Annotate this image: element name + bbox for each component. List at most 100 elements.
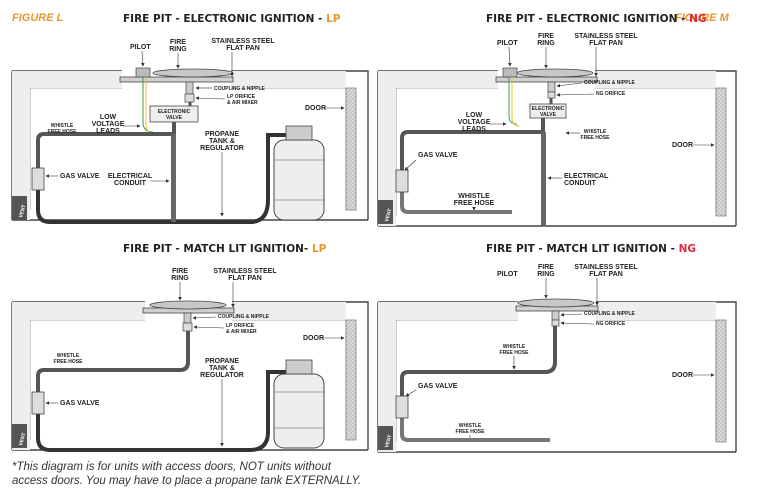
wall-fill-top-right — [231, 71, 346, 88]
propane-label: REGULATOR — [200, 145, 244, 152]
gas-valve-label: GAS VALVE — [60, 173, 100, 180]
whistle-small-label: WHISTLE — [584, 129, 607, 135]
door-label: DOOR — [305, 105, 326, 112]
whistle-free-hose — [400, 118, 545, 170]
low-voltage-label: LOW — [466, 112, 483, 119]
door-label: DOOR — [672, 372, 693, 379]
fire-ring — [152, 68, 234, 78]
wall-fill — [12, 302, 30, 450]
whistle-bottom-label: WHISTLE — [459, 423, 482, 429]
coupling-label: COUPLING & NIPPLE — [584, 311, 636, 317]
wall-fill — [378, 71, 396, 226]
electronic-valve-label: ELECTRONIC — [158, 109, 191, 115]
ng-orifice — [547, 91, 556, 99]
fire-ring-label: FIRE — [538, 33, 554, 40]
low-voltage-label: LEADS — [96, 128, 120, 135]
whistle-label: FREE HOSE — [54, 359, 84, 365]
pilot-label: PILOT — [497, 271, 518, 278]
fire-ring — [517, 298, 595, 308]
propane-label: TANK & — [209, 138, 235, 145]
fire-ring-label: FIRE — [172, 268, 188, 275]
gas-valve — [395, 169, 409, 193]
low-voltage-leads — [142, 77, 154, 133]
figure-l-label: FIGURE L — [12, 12, 64, 24]
conduit-label: CONDUIT — [564, 180, 597, 187]
orifice-label: LP ORIFICE — [226, 323, 255, 329]
coupling-nipple — [183, 312, 192, 324]
coupling-label: COUPLING & NIPPLE — [218, 314, 270, 320]
fire-ring-label: RING — [537, 40, 555, 47]
whistle-free-hose — [36, 122, 176, 168]
conduit-label: ELECTRICAL — [108, 173, 153, 180]
gas-valve-label: GAS VALVE — [418, 383, 458, 390]
electronic-valve-label: VALVE — [166, 115, 183, 121]
wall-fill-top — [30, 302, 145, 320]
vent-label: VENT — [18, 204, 27, 218]
vent — [378, 426, 393, 450]
pilot-label: PILOT — [497, 40, 518, 47]
whistle-label: WHISTLE — [57, 353, 80, 359]
gas-valve — [395, 395, 409, 419]
panel-title: FIRE PIT - ELECTRONIC IGNITION - LP — [123, 13, 341, 25]
low-voltage-leads — [508, 77, 518, 125]
electronic-valve-label: ELECTRONIC — [532, 106, 565, 112]
coupling-nipple — [185, 81, 194, 95]
footnote-line-1: *This diagram is for units with access d… — [12, 461, 331, 473]
whistle-free-hose — [36, 331, 190, 392]
whistle-bottom-label: FREE HOSE — [456, 429, 486, 435]
coupling-nipple — [551, 310, 560, 321]
coupling-nipple — [547, 81, 556, 93]
wall-fill-top — [396, 71, 498, 88]
figure-m-label: FIGURE M — [675, 12, 730, 24]
door-label: DOOR — [303, 335, 324, 342]
whistle-top-label: FREE HOSE — [500, 350, 530, 356]
flat-pan-label: FLAT PAN — [589, 271, 623, 278]
propane-label: PROPANE — [205, 131, 239, 138]
gas-valve — [31, 167, 45, 191]
low-voltage-label: VOLTAGE — [458, 119, 491, 126]
vent — [378, 200, 393, 224]
flat-pan-label: FLAT PAN — [226, 45, 260, 52]
propane-label: REGULATOR — [200, 372, 244, 379]
panel-electronic-ng: FIRE PIT - ELECTRONIC IGNITION - NG ELEC… — [377, 13, 737, 227]
whistle-free-hose-long — [400, 192, 512, 214]
propane-tank — [273, 139, 325, 221]
vent — [12, 196, 27, 220]
pilot-assembly — [502, 67, 518, 78]
wall-fill-top-right — [595, 71, 716, 88]
gas-valve — [31, 391, 45, 415]
gas-line-to-tank — [36, 370, 292, 452]
panel-title: FIRE PIT - ELECTRONIC IGNITION - NG — [486, 13, 706, 25]
wall-fill — [378, 302, 396, 452]
fire-ring-label: RING — [537, 271, 555, 278]
vent — [12, 424, 27, 448]
pilot-label: PILOT — [130, 44, 151, 51]
low-voltage-leads — [511, 77, 521, 127]
whistle-big-label: FREE HOSE — [454, 200, 495, 207]
wall-fill — [12, 71, 30, 220]
flat-pan-label: STAINLESS STEEL — [211, 38, 275, 45]
ng-orifice — [551, 319, 560, 327]
orifice-label: & AIR MIXER — [226, 329, 257, 335]
gas-valve-label: GAS VALVE — [418, 152, 458, 159]
vent-label: VENT — [18, 432, 27, 446]
panel-match-lit-ng: FIRE PIT - MATCH LIT IGNITION - NG VENT … — [377, 243, 737, 453]
flat-pan — [119, 76, 234, 83]
electronic-valve — [529, 103, 567, 119]
wall-fill-top — [30, 71, 122, 88]
door-panel — [715, 87, 727, 217]
coupling-label: COUPLING & NIPPLE — [584, 80, 636, 86]
low-voltage-label: LOW — [100, 114, 117, 121]
whistle-free-hose — [400, 326, 557, 396]
panel-title: FIRE PIT - MATCH LIT IGNITION - NG — [486, 243, 696, 255]
fire-ring-label: FIRE — [538, 264, 554, 271]
conduit-label: ELECTRICAL — [564, 173, 609, 180]
whistle-label: FREE HOSE — [48, 129, 78, 135]
propane-label: TANK & — [209, 365, 235, 372]
lp-orifice — [182, 322, 193, 332]
propane-tank-ridges — [274, 159, 324, 201]
orifice-label: LP ORIFICE — [227, 94, 256, 100]
wall-fill-top-right — [232, 302, 346, 320]
conduit-label: CONDUIT — [114, 180, 147, 187]
panel-electronic-lp: FIRE PIT - ELECTRONIC IGNITION - LP ELEC… — [11, 13, 369, 224]
